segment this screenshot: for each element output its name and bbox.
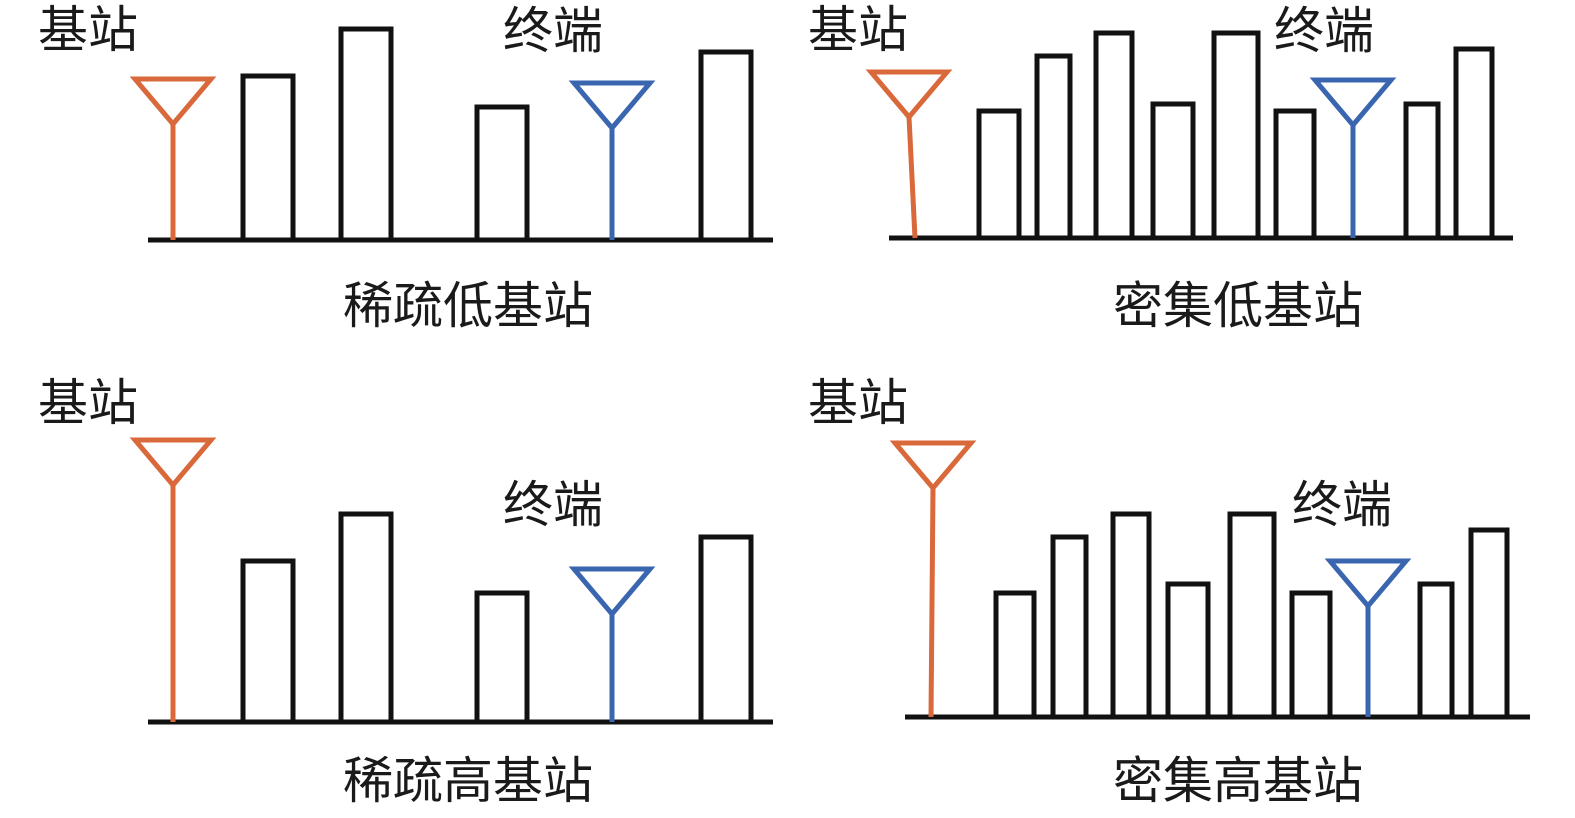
terminal-antenna — [568, 80, 656, 240]
building — [1453, 46, 1495, 241]
building — [976, 108, 1022, 241]
building — [1211, 30, 1261, 241]
terminal-antenna — [568, 566, 656, 722]
building — [1227, 511, 1277, 720]
panel-sparse-low: 基站 终端 稀疏低基站 — [38, 1, 773, 335]
base-station-label: 基站 — [808, 374, 908, 432]
building — [1468, 527, 1510, 720]
building — [1150, 101, 1196, 241]
building — [338, 26, 394, 243]
base-station-antenna — [129, 76, 217, 240]
terminal-antenna — [1324, 558, 1412, 717]
panel-sparse-high: 基站 终端 稀疏高基站 — [38, 374, 773, 810]
building — [698, 534, 754, 725]
panel-caption: 密集高基站 — [1113, 752, 1363, 810]
terminal-label: 终端 — [1274, 2, 1374, 60]
panel-dense-low: 基站 终端 密集低基站 — [808, 1, 1513, 335]
base-station-label: 基站 — [38, 374, 138, 432]
building — [1403, 101, 1441, 241]
panel-caption: 密集低基站 — [1113, 277, 1363, 335]
building — [240, 558, 296, 725]
building — [1417, 581, 1455, 720]
base-station-antenna — [889, 440, 977, 718]
building — [474, 104, 530, 243]
building — [1034, 53, 1073, 241]
terminal-label: 终端 — [503, 2, 603, 60]
terminal-label: 终端 — [503, 476, 603, 534]
panel-caption: 稀疏低基站 — [343, 277, 593, 335]
base-station-label: 基站 — [38, 1, 138, 59]
building — [1110, 511, 1152, 720]
building — [1165, 581, 1211, 720]
building — [474, 590, 530, 725]
building — [1050, 534, 1089, 720]
terminal-antenna — [1309, 77, 1397, 238]
panel-dense-high: 基站 终端 密集高基站 — [808, 374, 1530, 810]
building — [240, 73, 296, 243]
base-station-label: 基站 — [808, 1, 908, 59]
building — [338, 511, 394, 725]
building — [1273, 108, 1317, 241]
building — [1289, 590, 1333, 720]
base-station-antenna — [129, 437, 217, 722]
building — [1093, 30, 1135, 241]
building — [698, 49, 754, 243]
building — [993, 590, 1037, 720]
terminal-label: 终端 — [1292, 476, 1392, 534]
panel-caption: 稀疏高基站 — [343, 752, 593, 810]
base-station-antenna — [865, 69, 953, 239]
